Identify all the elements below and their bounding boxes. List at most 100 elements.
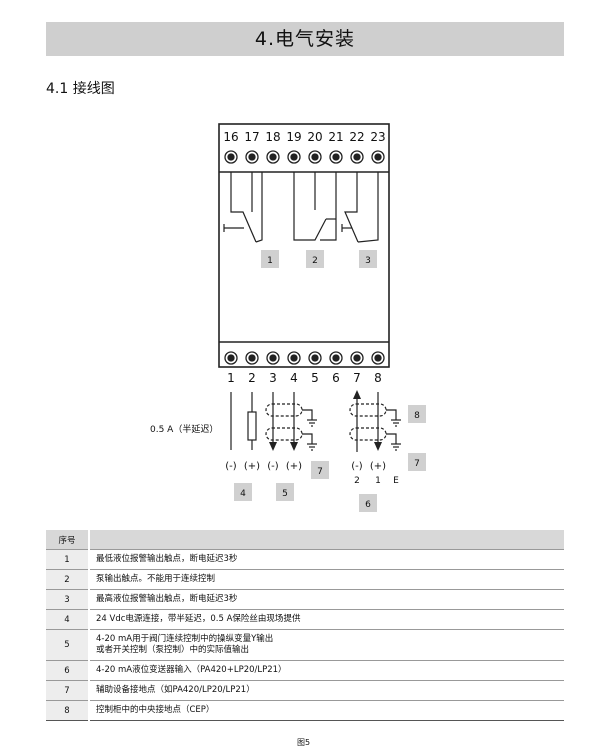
shield-ground-wire	[302, 433, 313, 444]
relay-contact-2-icon	[293, 172, 337, 241]
terminal-number: 17	[244, 130, 259, 144]
row-num: 6	[46, 660, 90, 681]
row-desc: 最高液位报警输出触点，断电延迟3秒	[89, 589, 564, 610]
callout-label: 4	[240, 489, 246, 499]
polarity-label: (-)	[351, 461, 363, 472]
screw-terminal-icon	[329, 150, 343, 164]
row-num: 1	[46, 549, 90, 570]
wiring-diagram: 16 17 18 19 20 21 22 23	[150, 123, 426, 512]
polarity-label: (+)	[244, 461, 260, 472]
terminal-number: 16	[223, 130, 238, 144]
callout-label: 7	[414, 459, 420, 469]
terminal-number: 6	[332, 371, 340, 385]
screw-terminal-icon	[266, 150, 280, 164]
callout-box: 1	[261, 250, 279, 268]
table-row: 6 4-20 mA液位变送器输入（PA420+LP20/LP21）	[46, 660, 564, 681]
callout-box: 3	[359, 250, 377, 268]
section-title: 4.1 接线图	[46, 81, 115, 97]
row-num: 5	[46, 629, 90, 661]
callout-label: 3	[365, 256, 371, 266]
screw-terminal-icon	[266, 351, 280, 365]
table-row: 8 控制柜中的中央接地点（CEP）	[46, 700, 564, 721]
callout-box: 8	[408, 405, 426, 423]
row-desc: 4-20 mA液位变送器输入（PA420+LP20/LP21）	[89, 660, 564, 681]
cable-shield-icon	[349, 403, 387, 441]
polarity-label: (-)	[225, 461, 237, 472]
screw-terminal-icon	[371, 150, 385, 164]
row-num: 7	[46, 680, 90, 701]
ground-icon	[391, 419, 401, 427]
screw-terminal-icon	[224, 351, 238, 365]
table-row: 3 最高液位报警输出触点，断电延迟3秒	[46, 589, 564, 610]
transmitter-mark: 2	[354, 476, 360, 486]
screw-terminal-icon	[224, 150, 238, 164]
terminal-number: 21	[328, 130, 343, 144]
terminal-number: 20	[307, 130, 322, 144]
row-desc-line: 或者开关控制（泵控制）中的实际值输出	[96, 645, 250, 655]
terminal-number: 4	[290, 371, 298, 385]
terminal-number: 19	[286, 130, 301, 144]
terminal-number: 22	[349, 130, 364, 144]
screw-terminal-icon	[371, 351, 385, 365]
shield-ground-wire	[386, 433, 397, 444]
arrow-down-icon	[374, 442, 382, 451]
callout-label: 1	[267, 256, 273, 266]
shield-ground-wire	[302, 409, 313, 420]
callout-label: 8	[414, 411, 420, 421]
screw-terminal-icon	[245, 351, 259, 365]
row-desc: 控制柜中的中央接地点（CEP）	[89, 700, 564, 721]
row-desc-line: 4-20 mA用于阀门连续控制中的操纵变量Y输出	[96, 634, 274, 644]
terminal-number: 3	[269, 371, 277, 385]
terminal-number: 1	[227, 371, 235, 385]
screw-terminal-icon	[287, 150, 301, 164]
screw-terminal-icon	[308, 150, 322, 164]
chapter-title-banner: 4.电气安装	[46, 22, 564, 56]
callout-box: 5	[276, 483, 294, 501]
callout-box: 7	[311, 461, 329, 479]
fuse-label: 0.5 A（半延迟）	[150, 423, 218, 435]
fuse-icon	[247, 411, 257, 441]
ground-icon	[391, 443, 401, 451]
column-header-num: 序号	[46, 530, 90, 550]
polarity-label: (-)	[267, 461, 279, 472]
table-row: 7 辅助设备接地点（如PA420/LP20/LP21）	[46, 680, 564, 701]
row-desc: 最低液位报警输出触点，断电延迟3秒	[89, 549, 564, 570]
terminal-number: 2	[248, 371, 256, 385]
table-row: 2 泵输出触点。不能用于连续控制	[46, 569, 564, 590]
transmitter-mark: 1	[375, 476, 381, 486]
callout-label: 2	[312, 256, 318, 266]
row-num: 4	[46, 609, 90, 630]
table-row: 5 4-20 mA用于阀门连续控制中的操纵变量Y输出 或者开关控制（泵控制）中的…	[46, 629, 564, 661]
screw-terminal-icon	[287, 351, 301, 365]
table-row: 4 24 Vdc电源连接，带半延迟，0.5 A保险丝由现场提供	[46, 609, 564, 630]
row-num: 8	[46, 700, 90, 721]
relay-contact-1-icon	[223, 172, 263, 243]
table-row: 1 最低液位报警输出触点，断电延迟3秒	[46, 549, 564, 570]
terminal-number: 23	[370, 130, 385, 144]
callout-label: 7	[317, 467, 323, 477]
row-num: 2	[46, 569, 90, 590]
polarity-label: (+)	[370, 461, 386, 472]
ground-icon	[307, 419, 317, 427]
row-desc: 4-20 mA用于阀门连续控制中的操纵变量Y输出 或者开关控制（泵控制）中的实际…	[89, 629, 564, 661]
terminal-number: 8	[374, 371, 382, 385]
arrow-down-icon	[290, 442, 298, 451]
relay-contact-3-icon	[341, 172, 379, 243]
terminal-number: 7	[353, 371, 361, 385]
arrow-up-icon	[353, 390, 361, 399]
column-header-desc	[89, 530, 564, 550]
screw-terminal-icon	[350, 150, 364, 164]
callout-box: 6	[359, 494, 377, 512]
polarity-label: (+)	[286, 461, 302, 472]
terminal-number: 5	[311, 371, 319, 385]
device-housing	[218, 123, 390, 368]
terminal-description-table: 序号 1 最低液位报警输出触点，断电延迟3秒 2 泵输出触点。不能用于连续控制 …	[46, 530, 564, 721]
shield-ground-wire	[386, 409, 397, 420]
transmitter-mark: E	[393, 476, 399, 486]
callout-box: 7	[408, 453, 426, 471]
ground-icon	[307, 443, 317, 451]
cable-shield-icon	[265, 403, 303, 441]
chapter-title: 4.电气安装	[254, 28, 356, 50]
row-num: 3	[46, 589, 90, 610]
callout-box: 4	[234, 483, 252, 501]
